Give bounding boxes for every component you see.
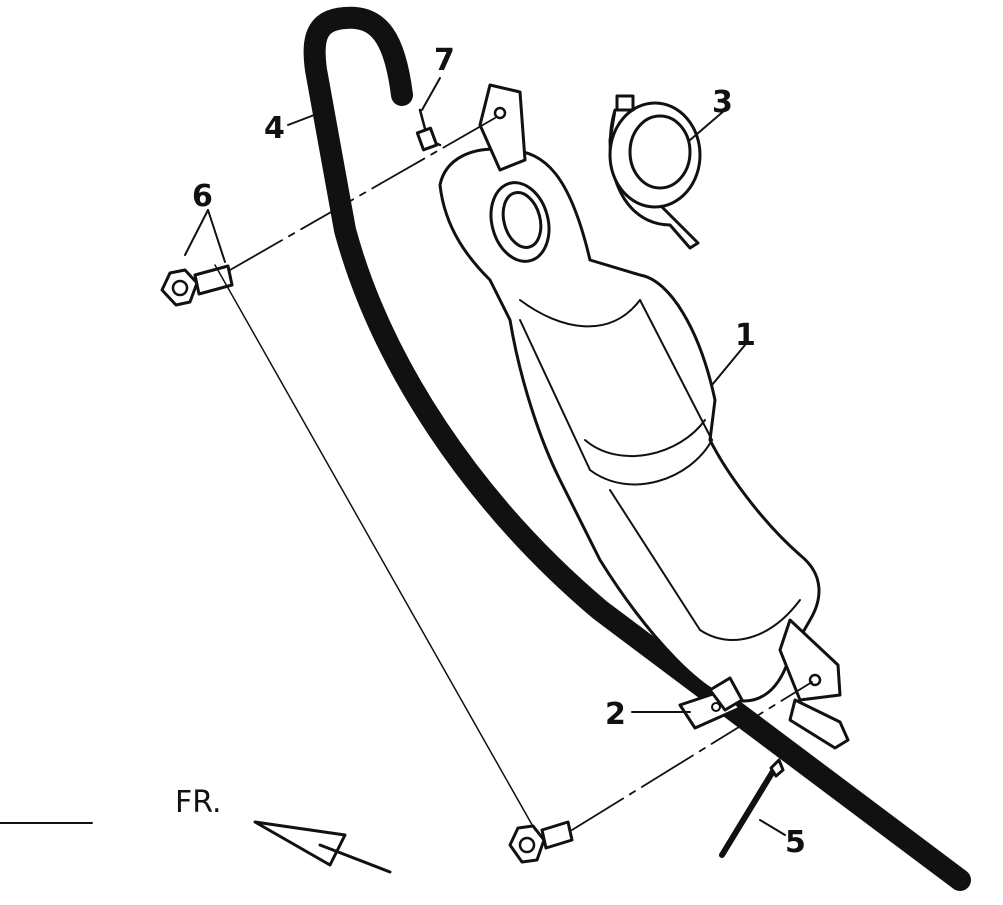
reservoir-tank bbox=[438, 83, 850, 750]
callout-6: 6 bbox=[192, 179, 213, 214]
callout-7: 7 bbox=[434, 43, 455, 78]
leader-lines bbox=[184, 77, 786, 836]
reservoir-cap bbox=[608, 94, 702, 250]
lower-flange-bolt bbox=[508, 820, 574, 864]
assembly-centerlines bbox=[214, 117, 813, 831]
direction-label: FR. bbox=[175, 785, 222, 820]
callout-2: 2 bbox=[605, 697, 626, 732]
upper-flange-bolt bbox=[160, 264, 234, 307]
callout-3: 3 bbox=[712, 85, 733, 120]
callout-5: 5 bbox=[785, 825, 806, 860]
hose-clamp bbox=[678, 676, 744, 730]
hose-fitting bbox=[415, 108, 442, 152]
callout-1: 1 bbox=[735, 318, 756, 353]
breather-hose bbox=[303, 6, 971, 891]
front-direction-arrow: FR. bbox=[175, 785, 392, 874]
callout-4: 4 bbox=[264, 111, 285, 146]
cable-tie bbox=[719, 758, 785, 858]
